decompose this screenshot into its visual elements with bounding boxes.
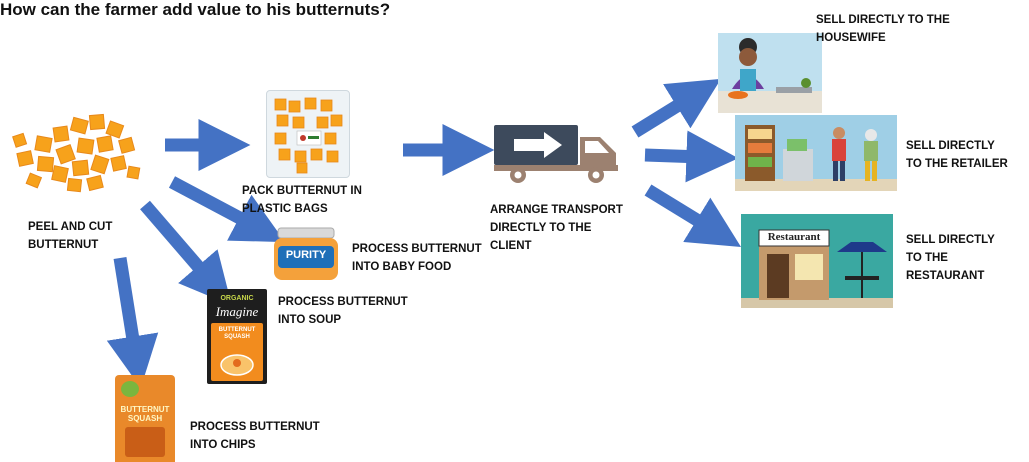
arrow-to-retailer: [644, 130, 739, 183]
restaurant-image: Restaurant: [741, 214, 893, 308]
purity-brand-label: PURITY: [285, 249, 327, 261]
chips-name-text: BUTTERNUT SQUASH: [120, 405, 170, 423]
arrow-peel-to-babyfood: [168, 176, 286, 243]
label-sell-retailer: SELL DIRECTLY TO THE RETAILER: [906, 140, 1008, 170]
organic-text: ORGANIC: [220, 295, 254, 302]
restaurant-sign-text: Restaurant: [767, 231, 821, 243]
soup-name-text: BUTTERNUT SQUASH: [218, 327, 256, 340]
label-sell-housewife: SELL DIRECTLY TO THE HOUSEWIFE: [816, 14, 950, 44]
label-peel-and-cut: PEEL AND CUT BUTTERNUT: [28, 221, 113, 251]
arrow-peel-to-soup: [140, 200, 232, 306]
chips-bag-image: BUTTERNUT SQUASH: [115, 375, 175, 462]
packed-butternut-bag-image: [266, 90, 350, 178]
retailer-image: [735, 115, 897, 191]
soup-carton-image: ORGANIC Imagine BUTTERNUT SQUASH: [207, 289, 267, 384]
imagine-brand-text: Imagine: [215, 304, 259, 319]
baby-food-jar-image: PURITY: [272, 226, 340, 282]
label-arrange-transport: ARRANGE TRANSPORT DIRECTLY TO THE CLIENT: [490, 204, 623, 252]
label-sell-restaurant: SELL DIRECTLY TO THE RESTAURANT: [906, 234, 995, 282]
butternut-cubes-image: [12, 113, 141, 193]
label-soup: PROCESS BUTTERNUT INTO SOUP: [278, 296, 408, 326]
arrow-peel-to-chips: [106, 256, 159, 388]
label-baby-food: PROCESS BUTTERNUT INTO BABY FOOD: [352, 243, 482, 273]
page-title: How can the farmer add value to his butt…: [0, 0, 391, 19]
label-pack-in-bags: PACK BUTTERNUT IN PLASTIC BAGS: [242, 185, 362, 215]
arrow-to-restaurant: [644, 184, 742, 248]
arrow-to-housewife: [631, 78, 721, 138]
housewife-image: [718, 33, 822, 113]
label-chips: PROCESS BUTTERNUT INTO CHIPS: [190, 421, 320, 451]
delivery-truck-image: [494, 125, 618, 183]
